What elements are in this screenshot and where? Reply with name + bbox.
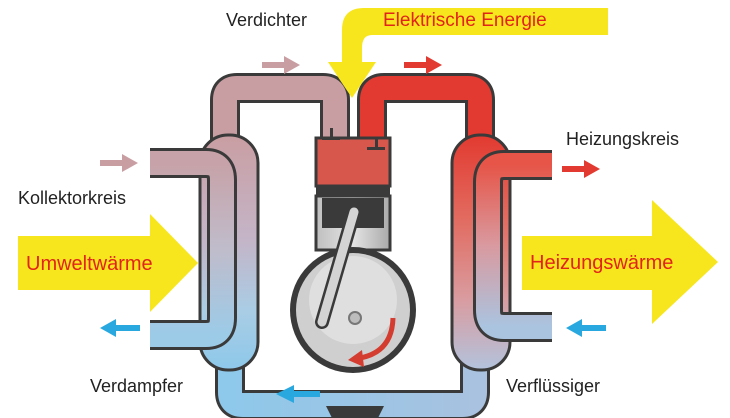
label-electric-energy: Elektrische Energie bbox=[383, 10, 547, 31]
label-ambient-heat: Umweltwärme bbox=[26, 253, 153, 275]
flow-arrow-heating-return bbox=[566, 319, 606, 337]
label-evaporator: Verdampfer bbox=[90, 376, 183, 396]
expansion-valve bbox=[326, 406, 384, 418]
label-compressor: Verdichter bbox=[226, 10, 307, 30]
flow-arrow-collector-in bbox=[100, 154, 138, 172]
label-collector-circuit: Kollektorkreis bbox=[18, 188, 126, 208]
refrigerant-loop bbox=[210, 73, 495, 418]
flow-arrow-top-right bbox=[404, 56, 442, 74]
flow-arrow-top-left bbox=[262, 56, 300, 74]
label-heating-heat: Heizungswärme bbox=[530, 252, 673, 274]
label-condenser: Verflüssiger bbox=[506, 376, 600, 396]
flow-arrow-bottom bbox=[276, 385, 320, 403]
condenser-exchanger bbox=[450, 133, 552, 372]
ambient-heat-arrow bbox=[18, 214, 198, 312]
label-heating-circuit: Heizungskreis bbox=[566, 129, 679, 149]
flow-arrow-heating-out bbox=[562, 160, 600, 178]
compressor bbox=[290, 128, 416, 373]
heating-heat-arrow bbox=[522, 200, 718, 324]
evaporator-exchanger bbox=[150, 133, 260, 372]
flow-arrow-collector-out bbox=[100, 319, 140, 337]
electric-energy-arrow bbox=[328, 8, 608, 98]
